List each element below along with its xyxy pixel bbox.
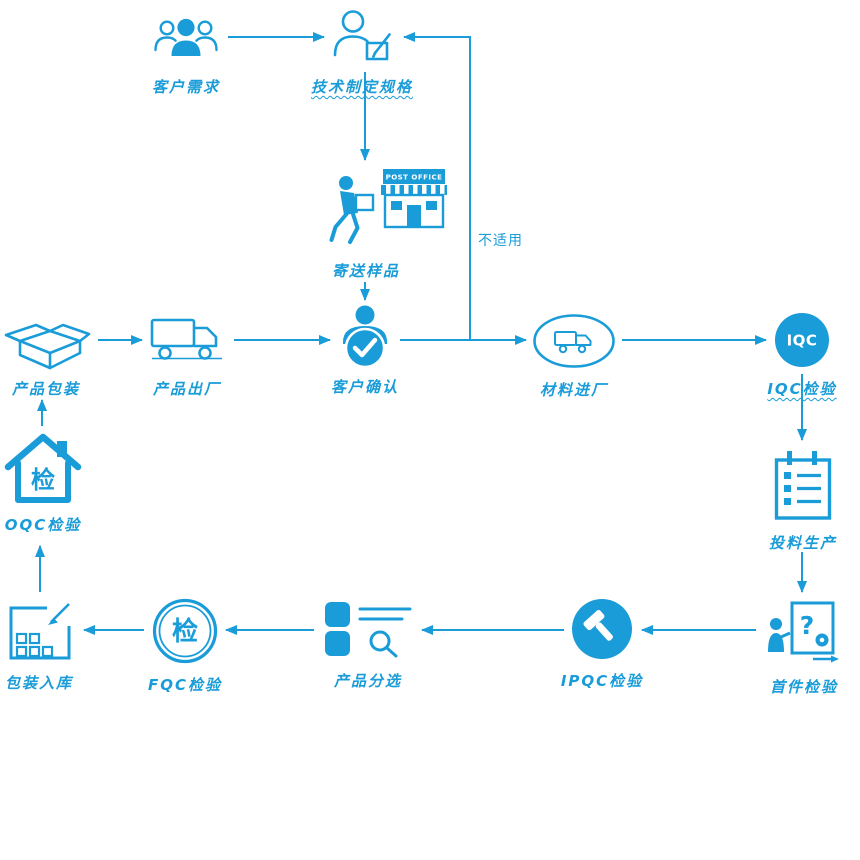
node-customer-confirm: 客户确认 — [331, 304, 400, 397]
node-label-iqc: IQC检验 — [767, 380, 837, 398]
node-oqc: 检 OQC检验 — [4, 430, 82, 535]
node-customer-demand: 客户需求 — [150, 12, 222, 97]
customers-icon — [154, 18, 218, 56]
engineer-signature-icon — [333, 10, 391, 61]
question-mark-glyph: ? — [800, 611, 815, 640]
node-label-feed-production: 投料生产 — [769, 534, 838, 552]
node-label-send-sample: 寄送样品 — [332, 262, 401, 280]
node-pack-in: 包装入库 — [2, 600, 76, 693]
sorting-magnifier-icon — [325, 602, 412, 658]
node-tech-spec: 技术制定规格 — [311, 8, 414, 97]
house-inspection-icon: 检 — [4, 433, 82, 503]
production-list-icon — [774, 451, 832, 520]
node-iqc: IQC IQC检验 — [765, 312, 839, 399]
node-label-product-out: 产品出厂 — [152, 380, 221, 398]
warehouse-in-icon — [9, 603, 71, 660]
node-first-article: ? 首件检验 — [764, 598, 844, 697]
node-label-customer-confirm: 客户确认 — [331, 378, 400, 396]
node-label-customer-demand: 客户需求 — [151, 78, 220, 96]
node-feed-production: 投料生产 — [769, 448, 838, 553]
magnifier-icon — [369, 630, 398, 658]
node-fqc: 检 FQC检验 — [148, 598, 220, 695]
node-label-tech-spec: 技术制定规格 — [311, 78, 414, 96]
iqc-badge-icon: IQC — [775, 313, 829, 367]
node-product-pack: 产品包装 — [0, 310, 92, 399]
node-label-sorting: 产品分选 — [333, 672, 402, 690]
node-product-out: 产品出厂 — [148, 316, 226, 399]
node-label-first-article: 首件检验 — [769, 678, 838, 696]
post-office-sign-text: POST OFFICE — [386, 174, 443, 182]
node-sorting: 产品分选 — [322, 600, 414, 691]
node-ipqc: IPQC检验 — [561, 598, 641, 691]
person-check-icon — [343, 305, 387, 369]
node-label-ipqc: IPQC检验 — [560, 672, 644, 690]
node-label-material-in: 材料进厂 — [539, 381, 608, 399]
small-right-arrow — [831, 655, 839, 663]
inward-arrow — [48, 618, 58, 625]
iqc-badge-text: IQC — [787, 332, 818, 350]
node-label-pack-in: 包装入库 — [4, 674, 73, 692]
jian-character: 检 — [172, 616, 198, 647]
inspection-stamp-icon: 检 — [152, 598, 218, 664]
node-label-oqc: OQC检验 — [4, 516, 82, 534]
branch-label-not-applicable: 不适用 — [478, 233, 523, 249]
truck-ellipse-icon — [533, 314, 615, 368]
courier-post-office-icon: POST OFFICE — [329, 169, 447, 244]
arrow-not-applicable-loop — [403, 32, 471, 339]
open-box-icon — [4, 323, 91, 370]
node-send-sample: POST OFFICE 寄送样品 — [326, 168, 452, 281]
gavel-badge-icon — [572, 599, 632, 659]
delivery-truck-icon — [150, 318, 222, 360]
worker-inspection-board-icon: ? — [768, 601, 839, 663]
node-label-product-pack: 产品包装 — [11, 380, 80, 398]
node-label-fqc: FQC检验 — [148, 676, 223, 694]
jian-character: 检 — [31, 466, 55, 494]
node-material-in: 材料进厂 — [532, 313, 616, 400]
